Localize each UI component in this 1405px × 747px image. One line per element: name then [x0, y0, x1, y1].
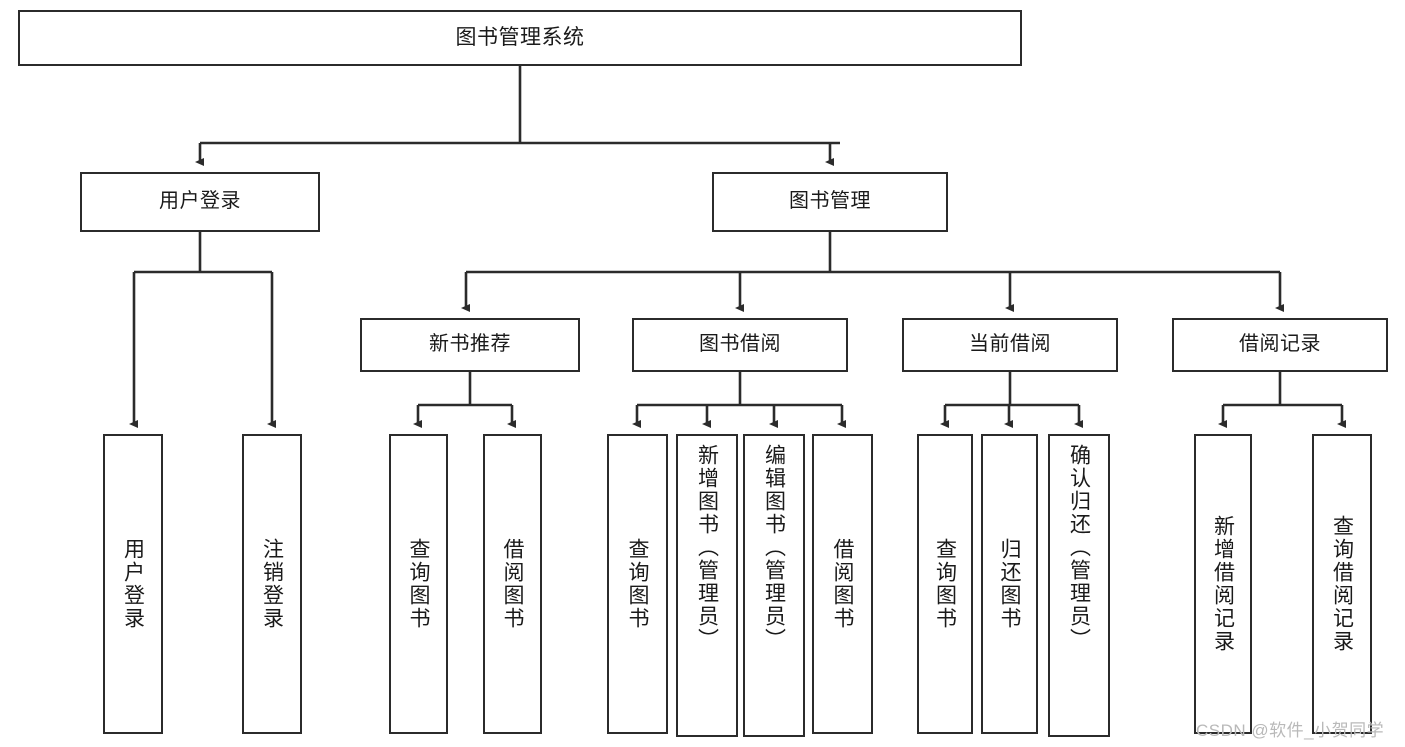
node-root[interactable]: 图书管理系统 — [18, 10, 1022, 66]
node-book-manage-label: 图书管理 — [789, 190, 871, 213]
node-leaf-edit-book-label: 编辑图书（管理员） — [762, 444, 786, 651]
node-leaf-query-book-1[interactable]: 查询图书 — [389, 434, 448, 734]
node-leaf-add-book[interactable]: 新增图书（管理员） — [676, 434, 738, 737]
node-current-borrow[interactable]: 当前借阅 — [902, 318, 1118, 372]
node-leaf-add-book-label: 新增图书（管理员） — [695, 444, 719, 651]
node-leaf-borrow-book-1-label: 借阅图书 — [501, 538, 524, 630]
node-leaf-user-login-label: 用户登录 — [121, 538, 145, 630]
node-leaf-borrow-book-1[interactable]: 借阅图书 — [483, 434, 542, 734]
node-leaf-user-login[interactable]: 用户登录 — [103, 434, 163, 734]
node-new-book-recommend[interactable]: 新书推荐 — [360, 318, 580, 372]
csdn-watermark: CSDN @软件_小贺同学 — [1196, 721, 1385, 740]
node-user-login[interactable]: 用户登录 — [80, 172, 320, 232]
node-leaf-query-book-1-label: 查询图书 — [407, 538, 430, 630]
node-leaf-edit-book[interactable]: 编辑图书（管理员） — [743, 434, 805, 737]
node-leaf-query-book-2-label: 查询图书 — [626, 538, 649, 630]
node-user-login-label: 用户登录 — [159, 190, 241, 213]
node-leaf-query-record-label: 查询借阅记录 — [1330, 515, 1354, 653]
node-new-book-recommend-label: 新书推荐 — [429, 333, 511, 356]
node-current-borrow-label: 当前借阅 — [969, 333, 1051, 356]
node-book-borrow[interactable]: 图书借阅 — [632, 318, 848, 372]
node-book-borrow-label: 图书借阅 — [699, 333, 781, 356]
node-leaf-query-record[interactable]: 查询借阅记录 — [1312, 434, 1372, 734]
node-leaf-confirm-return[interactable]: 确认归还（管理员） — [1048, 434, 1110, 737]
node-borrow-records[interactable]: 借阅记录 — [1172, 318, 1388, 372]
node-leaf-add-record-label: 新增借阅记录 — [1211, 515, 1235, 653]
node-leaf-add-record[interactable]: 新增借阅记录 — [1194, 434, 1252, 734]
node-leaf-query-book-2[interactable]: 查询图书 — [607, 434, 668, 734]
node-leaf-logout-label: 注销登录 — [260, 538, 284, 630]
node-leaf-borrow-book-2-label: 借阅图书 — [831, 538, 854, 630]
node-leaf-query-book-3-label: 查询图书 — [933, 538, 957, 630]
node-leaf-return-book[interactable]: 归还图书 — [981, 434, 1038, 734]
node-leaf-borrow-book-2[interactable]: 借阅图书 — [812, 434, 873, 734]
node-borrow-records-label: 借阅记录 — [1239, 333, 1321, 356]
node-book-manage[interactable]: 图书管理 — [712, 172, 948, 232]
node-leaf-confirm-return-label: 确认归还（管理员） — [1067, 444, 1091, 651]
node-leaf-query-book-3[interactable]: 查询图书 — [917, 434, 973, 734]
node-root-label: 图书管理系统 — [455, 25, 585, 49]
node-leaf-return-book-label: 归还图书 — [998, 538, 1021, 630]
node-leaf-logout[interactable]: 注销登录 — [242, 434, 302, 734]
